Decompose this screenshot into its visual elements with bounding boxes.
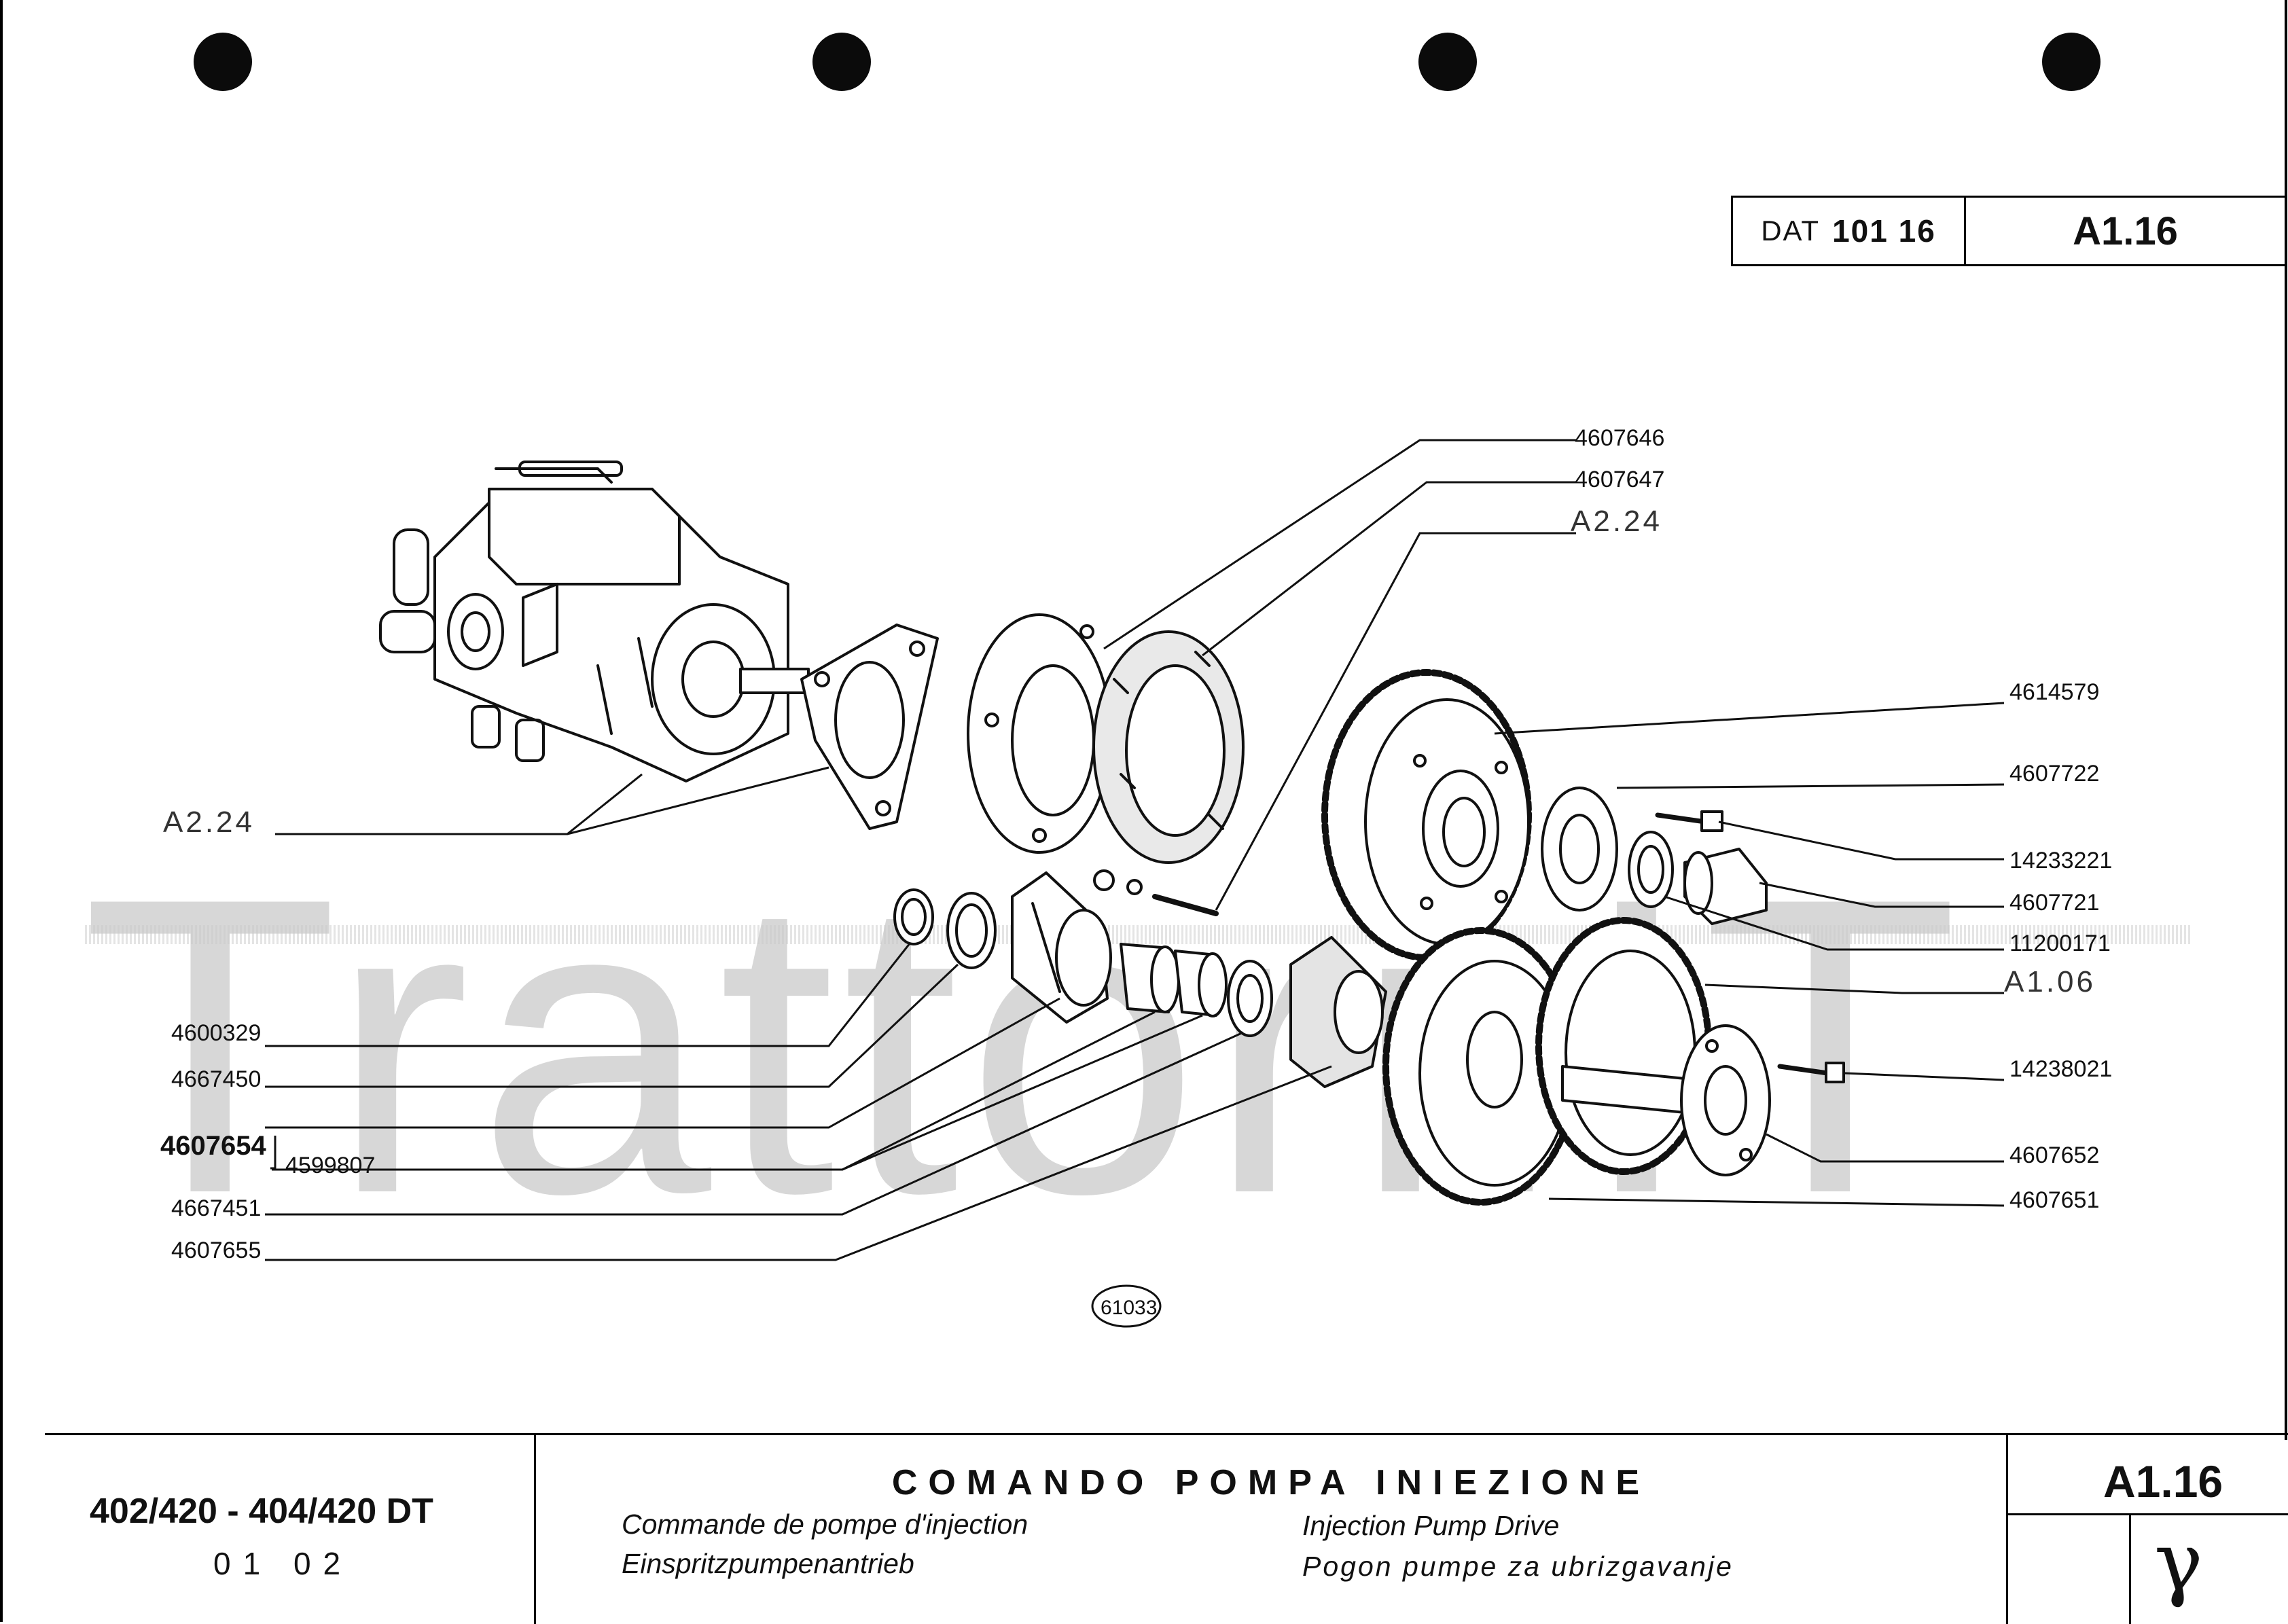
label-14238021: 14238021 [2009,1056,2112,1082]
bearing-housing-4607654 [1011,871,1112,1024]
title-french: Commande de pompe d'injection [622,1509,1029,1540]
title-english: Injection Pump Drive [1302,1510,1560,1541]
part-labels: A2.24 4600329 4667450 4607654 4599807 46… [160,425,2112,1263]
label-14233221: 14233221 [2009,848,2112,873]
code-divider [2008,1513,2288,1515]
punch-hole-2 [812,33,871,91]
footer-sheet-code: A1.16 [2103,1456,2223,1506]
hub-4607721 [1683,848,1768,925]
label-4667451: 4667451 [171,1195,261,1221]
label-ref-a224-left: A2.24 [163,806,255,839]
label-4599807: 4599807 [285,1153,375,1178]
punch-hole-1 [194,33,252,91]
washer-4607722 [1541,787,1618,912]
figure-number: 61033 [1101,1297,1157,1319]
seal-4667450 [946,892,997,969]
stud [1152,894,1219,916]
label-4607652: 4607652 [2009,1142,2099,1168]
label-4607722: 4607722 [2009,761,2099,787]
label-4614579: 4614579 [2009,679,2099,705]
label-4607651: 4607651 [2009,1187,2099,1213]
punch-hole-3 [1418,33,1477,91]
label-ref-a224-top: A2.24 [1571,505,1662,538]
bracket [270,1136,276,1170]
label-4607655: 4607655 [171,1238,261,1263]
label-4607646: 4607646 [1575,425,1664,451]
figure-number-oval [1091,1284,1162,1328]
title-croatian: Pogon pumpe za ubrizgavanje [1302,1551,1734,1582]
gear-4614579 [1321,669,1532,961]
page-left-border [0,0,3,1622]
code-block: A1.16 γ [2008,1435,2288,1624]
label-4607654: 4607654 [160,1131,266,1161]
washer [1126,879,1143,895]
idler-gear [1535,917,1712,1175]
label-4667450: 4667450 [171,1066,261,1092]
title-block: 402/420 - 404/420 DT 01 02 COMANDO POMPA… [45,1433,2288,1624]
punch-hole-4 [2042,33,2101,91]
sheet-code: A1.16 [2073,209,2178,253]
flange-4607646 [967,613,1112,854]
bolt-head [1700,810,1723,832]
label-4600329: 4600329 [171,1020,261,1046]
label-11200171: 11200171 [2009,931,2111,956]
bolt-14233221 [1655,812,1708,825]
label-4607647: 4607647 [1575,467,1664,492]
leader-lines [265,439,2005,1261]
gasket-4607647 [1092,630,1245,864]
title-block-center: COMANDO POMPA INIEZIONE Commande de pomp… [536,1435,2008,1624]
page-right-border [2285,0,2287,1440]
title-italian: COMANDO POMPA INIEZIONE [891,1463,1651,1502]
model-name: 402/420 - 404/420 DT [90,1492,433,1531]
plate-4607655 [1289,936,1387,1088]
title-german: Einspritzpumpenantrieb [622,1548,914,1579]
seal-inner [1637,845,1664,894]
dat-prefix: DAT [1761,215,1821,247]
injection-pump-drawing [379,461,939,830]
model-block: 402/420 - 404/420 DT 01 02 [45,1435,536,1624]
dat-reference: DAT 101 16 [1733,198,1966,264]
bushings-4599807 [1120,943,1228,1017]
bolt-14238021 [1777,1064,1830,1076]
shaft-4607652 [1561,1024,1771,1176]
label-4607721: 4607721 [2009,890,2099,916]
nut [1093,869,1115,891]
dat-number: 101 16 [1832,213,1936,249]
code-box-divider [2129,1515,2131,1624]
handwritten-mark: γ [2154,1515,2203,1610]
watermark-band [85,925,2191,944]
washer-4667451 [1227,960,1273,1037]
seal-11200171 [1628,831,1674,908]
sheet-header: DAT 101 16 A1.16 [1731,196,2285,266]
model-codes: 01 02 [213,1546,353,1581]
circlip-4600329 [893,888,934,945]
label-ref-a106: A1.06 [2004,965,2096,998]
bolt-head-2 [1825,1062,1845,1083]
